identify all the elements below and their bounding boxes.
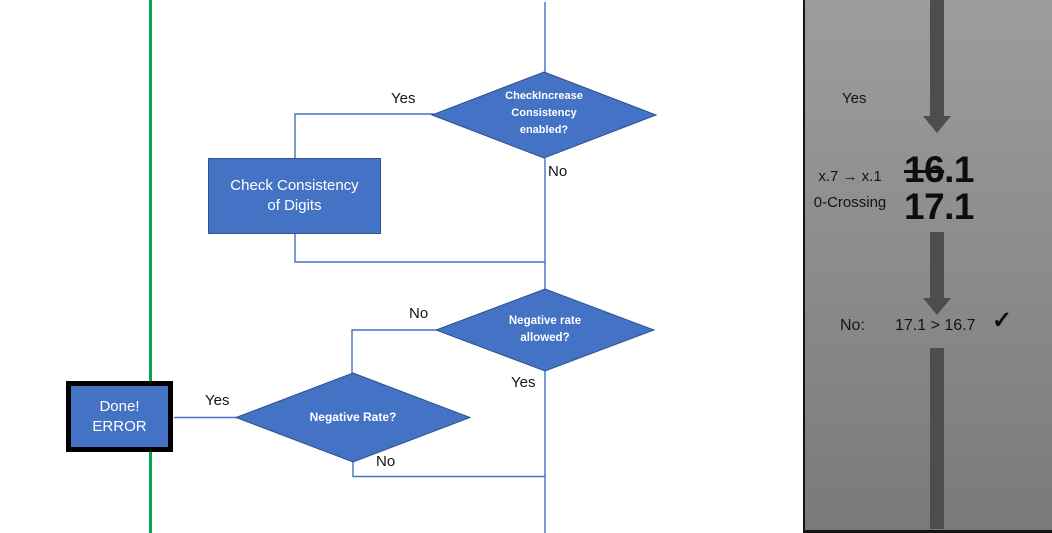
panel-yes-label: Yes xyxy=(842,90,867,107)
down-arrowhead-icon xyxy=(923,298,951,315)
panel-result-label: No: xyxy=(840,317,865,334)
connector-no-to-main xyxy=(352,461,545,478)
edge-label-yes-check-increase: Yes xyxy=(391,90,416,107)
edge-label-no-negative-rate-allowed: No xyxy=(409,305,429,322)
decision-check-increase-shape xyxy=(430,71,658,159)
example-side-panel: Yes x.7 → x.1 0-Crossing 16.1 17.1 No: 1… xyxy=(803,0,1052,533)
process-check-consistency-box: Check Consistency of Digits xyxy=(208,158,381,234)
new-value: 17.1 xyxy=(904,186,975,227)
connector-yes-to-process xyxy=(294,113,434,158)
decision-negative-rate-shape xyxy=(234,372,472,463)
down-arrowhead-icon xyxy=(923,116,951,133)
panel-result-comparison: 17.1 > 16.7 xyxy=(895,317,976,334)
edge-label-no-check-increase: No xyxy=(548,163,568,180)
edge-label-yes-negative-rate: Yes xyxy=(205,392,230,409)
panel-values: 16.1 17.1 xyxy=(904,149,975,227)
edge-label-yes-negative-rate-allowed: Yes xyxy=(511,374,536,391)
process-check-consistency-label: Check Consistency of Digits xyxy=(230,177,359,214)
terminal-done-error-box: Done! ERROR xyxy=(66,381,173,452)
decision-negative-rate-allowed-label: Negative rate allowed? xyxy=(508,315,582,344)
decision-negative-rate-allowed-shape xyxy=(434,288,656,372)
down-arrow-icon xyxy=(930,348,944,529)
panel-rule-label: x.7 → x.1 0-Crossing xyxy=(813,168,887,211)
old-value: 16.1 xyxy=(904,149,975,190)
edge-label-no-negative-rate: No xyxy=(376,453,396,470)
checkmark-icon: ✓ xyxy=(992,307,1013,334)
old-value-struck: 16 xyxy=(904,149,945,190)
decision-check-increase-label: CheckIncrease Consistency enabled? xyxy=(505,90,583,136)
down-arrow-icon xyxy=(930,0,944,116)
connector-process-to-main xyxy=(294,234,545,263)
terminal-done-error-label: Done! ERROR xyxy=(92,397,147,435)
old-value-rest: .1 xyxy=(944,149,975,190)
down-arrow-icon xyxy=(930,232,944,298)
green-divider-line xyxy=(149,0,152,533)
decision-negative-rate-label: Negative Rate? xyxy=(309,410,397,424)
connector-no-to-decision3 xyxy=(351,329,438,373)
